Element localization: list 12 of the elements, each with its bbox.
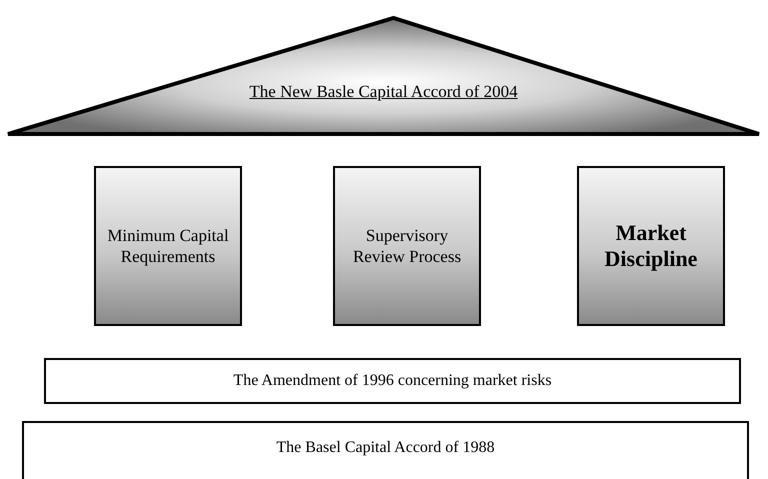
pillar-box bbox=[94, 166, 242, 326]
pillar-text: Supervisory Review Process bbox=[352, 225, 462, 267]
pillar-text: Market Discipline bbox=[604, 220, 698, 272]
bar-text: The Basel Capital Accord of 1988 bbox=[276, 439, 495, 456]
pillar-text: Minimum Capital Requirements bbox=[106, 225, 230, 267]
roof-triangle bbox=[5, 15, 762, 137]
roof-title: The New Basle Capital Accord of 2004 bbox=[248, 82, 519, 102]
pillar-box bbox=[577, 166, 725, 326]
foundation-bar bbox=[44, 358, 741, 404]
pillar-box bbox=[333, 166, 481, 326]
foundation-bar bbox=[22, 421, 749, 479]
bar-text: The Amendment of 1996 concerning market risks bbox=[233, 372, 552, 389]
